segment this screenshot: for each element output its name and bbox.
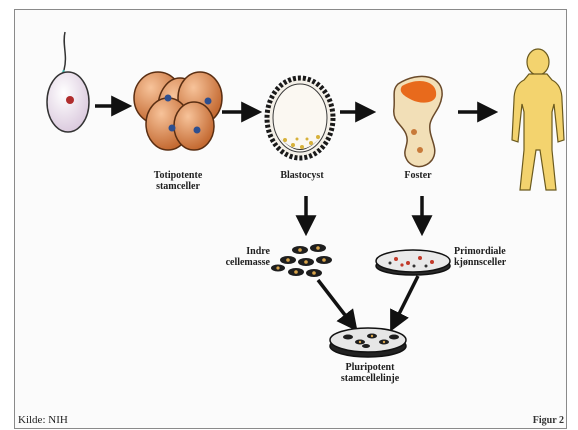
arrow-inner-mass-to-dish	[318, 280, 355, 328]
primordial-cells-dish-icon	[376, 250, 450, 275]
blastocyst-icon	[267, 78, 333, 158]
label-pluripotent-cell-line: Pluripotent stamcellelinje	[322, 362, 418, 384]
arrow-primordial-to-dish	[392, 276, 418, 328]
human-icon	[512, 49, 564, 190]
pluripotent-cell-line-dish-icon	[330, 328, 406, 357]
label-inner-cell-mass: Indre cellemasse	[202, 246, 270, 268]
egg-and-sperm-icon	[47, 32, 89, 132]
label-fetus: Foster	[394, 170, 442, 181]
label-primordial-germ-cells: Primordiale kjønnsceller	[454, 246, 544, 268]
figure-number: Figur 2	[533, 415, 564, 426]
label-blastocyst: Blastocyst	[270, 170, 334, 181]
fetus-icon	[394, 76, 442, 166]
label-totipotent: Totipotente stamceller	[138, 170, 218, 192]
inner-cell-mass-icon	[271, 244, 332, 277]
morula-icon	[134, 72, 222, 150]
source-caption: Kilde: NIH	[18, 414, 68, 426]
